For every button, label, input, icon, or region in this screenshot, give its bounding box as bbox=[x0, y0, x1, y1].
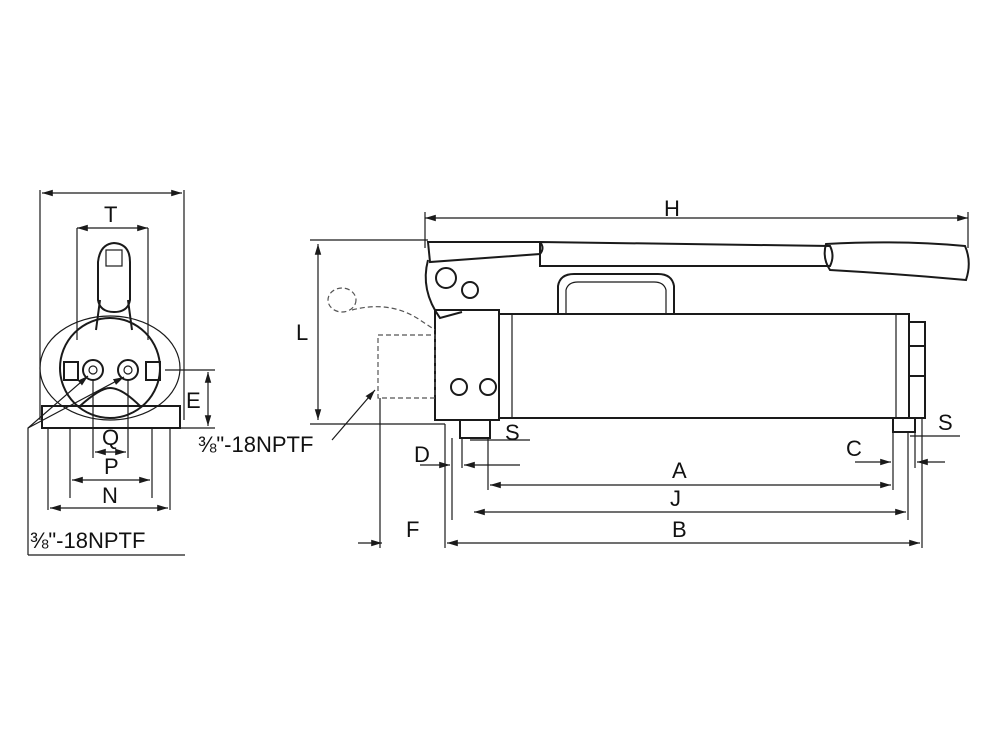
end-plug bbox=[908, 345, 926, 377]
right-foot bbox=[892, 417, 916, 433]
label-H: H bbox=[664, 196, 680, 221]
label-D: D bbox=[414, 442, 430, 467]
label-Q: Q bbox=[102, 425, 119, 450]
reservoir-tube bbox=[498, 313, 910, 419]
label-thread-front: ⅜"-18NPTF bbox=[30, 528, 145, 553]
label-C: C bbox=[846, 436, 862, 461]
lever-arm bbox=[426, 241, 544, 264]
label-P: P bbox=[104, 454, 119, 479]
side-view bbox=[310, 212, 970, 548]
label-L: L bbox=[296, 320, 308, 345]
carry-handle bbox=[557, 273, 675, 314]
alt-handle-ghost bbox=[327, 287, 357, 313]
bottom-port bbox=[459, 419, 491, 439]
label-A: A bbox=[672, 458, 687, 483]
label-F: F bbox=[406, 517, 419, 542]
label-N: N bbox=[102, 483, 118, 508]
pivot-pin bbox=[435, 267, 457, 289]
label-T: T bbox=[104, 202, 117, 227]
thread-leader-side bbox=[331, 389, 376, 441]
dimension-labels: H T L E Q P N S S D C A J F B ⅜"-18NPTF … bbox=[30, 196, 953, 553]
label-E: E bbox=[186, 388, 201, 413]
pump-head bbox=[434, 309, 500, 421]
handle-slot bbox=[105, 249, 123, 267]
port-right-circle bbox=[117, 359, 139, 381]
alt-port-ghost bbox=[377, 334, 436, 399]
label-thread-side: ⅜"-18NPTF bbox=[198, 432, 313, 457]
label-B: B bbox=[672, 517, 687, 542]
handle-grip bbox=[97, 241, 131, 314]
label-S-left: S bbox=[505, 420, 520, 445]
label-J: J bbox=[670, 486, 681, 511]
lever-grip bbox=[823, 241, 970, 282]
front-view bbox=[27, 189, 215, 556]
handle-sweep-ellipse bbox=[39, 315, 181, 421]
label-S-right: S bbox=[938, 410, 953, 435]
